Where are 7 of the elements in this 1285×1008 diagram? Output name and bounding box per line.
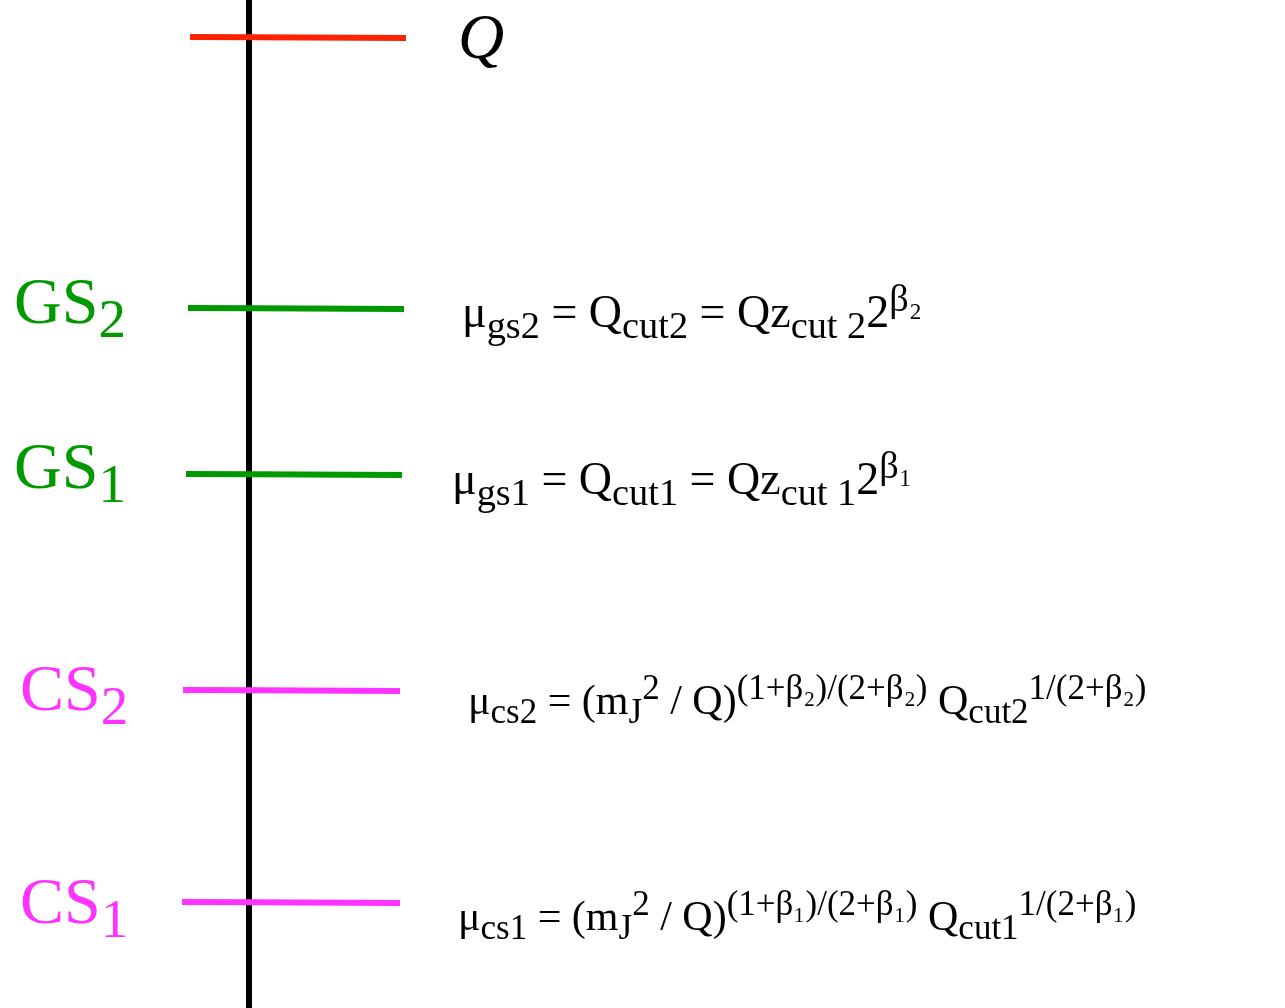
level-label: GS$_{2}$ xyxy=(14,265,126,351)
scale-label: Q xyxy=(458,1,505,72)
level-label: GS$_{1}$ xyxy=(14,430,126,516)
formula: μ$_{gs2}$ = Q$_{cut2}$ = Qz$_{cut 2}$2$^{β₂}$ xyxy=(462,277,923,347)
level-label: CS$_{2}$ xyxy=(20,652,129,738)
formula: μ$_{gs1}$ = Q$_{cut1}$ = Qz$_{cut 1}$2$^{β₁}$ xyxy=(452,444,913,514)
level-label: CS$_{1}$ xyxy=(20,865,129,951)
